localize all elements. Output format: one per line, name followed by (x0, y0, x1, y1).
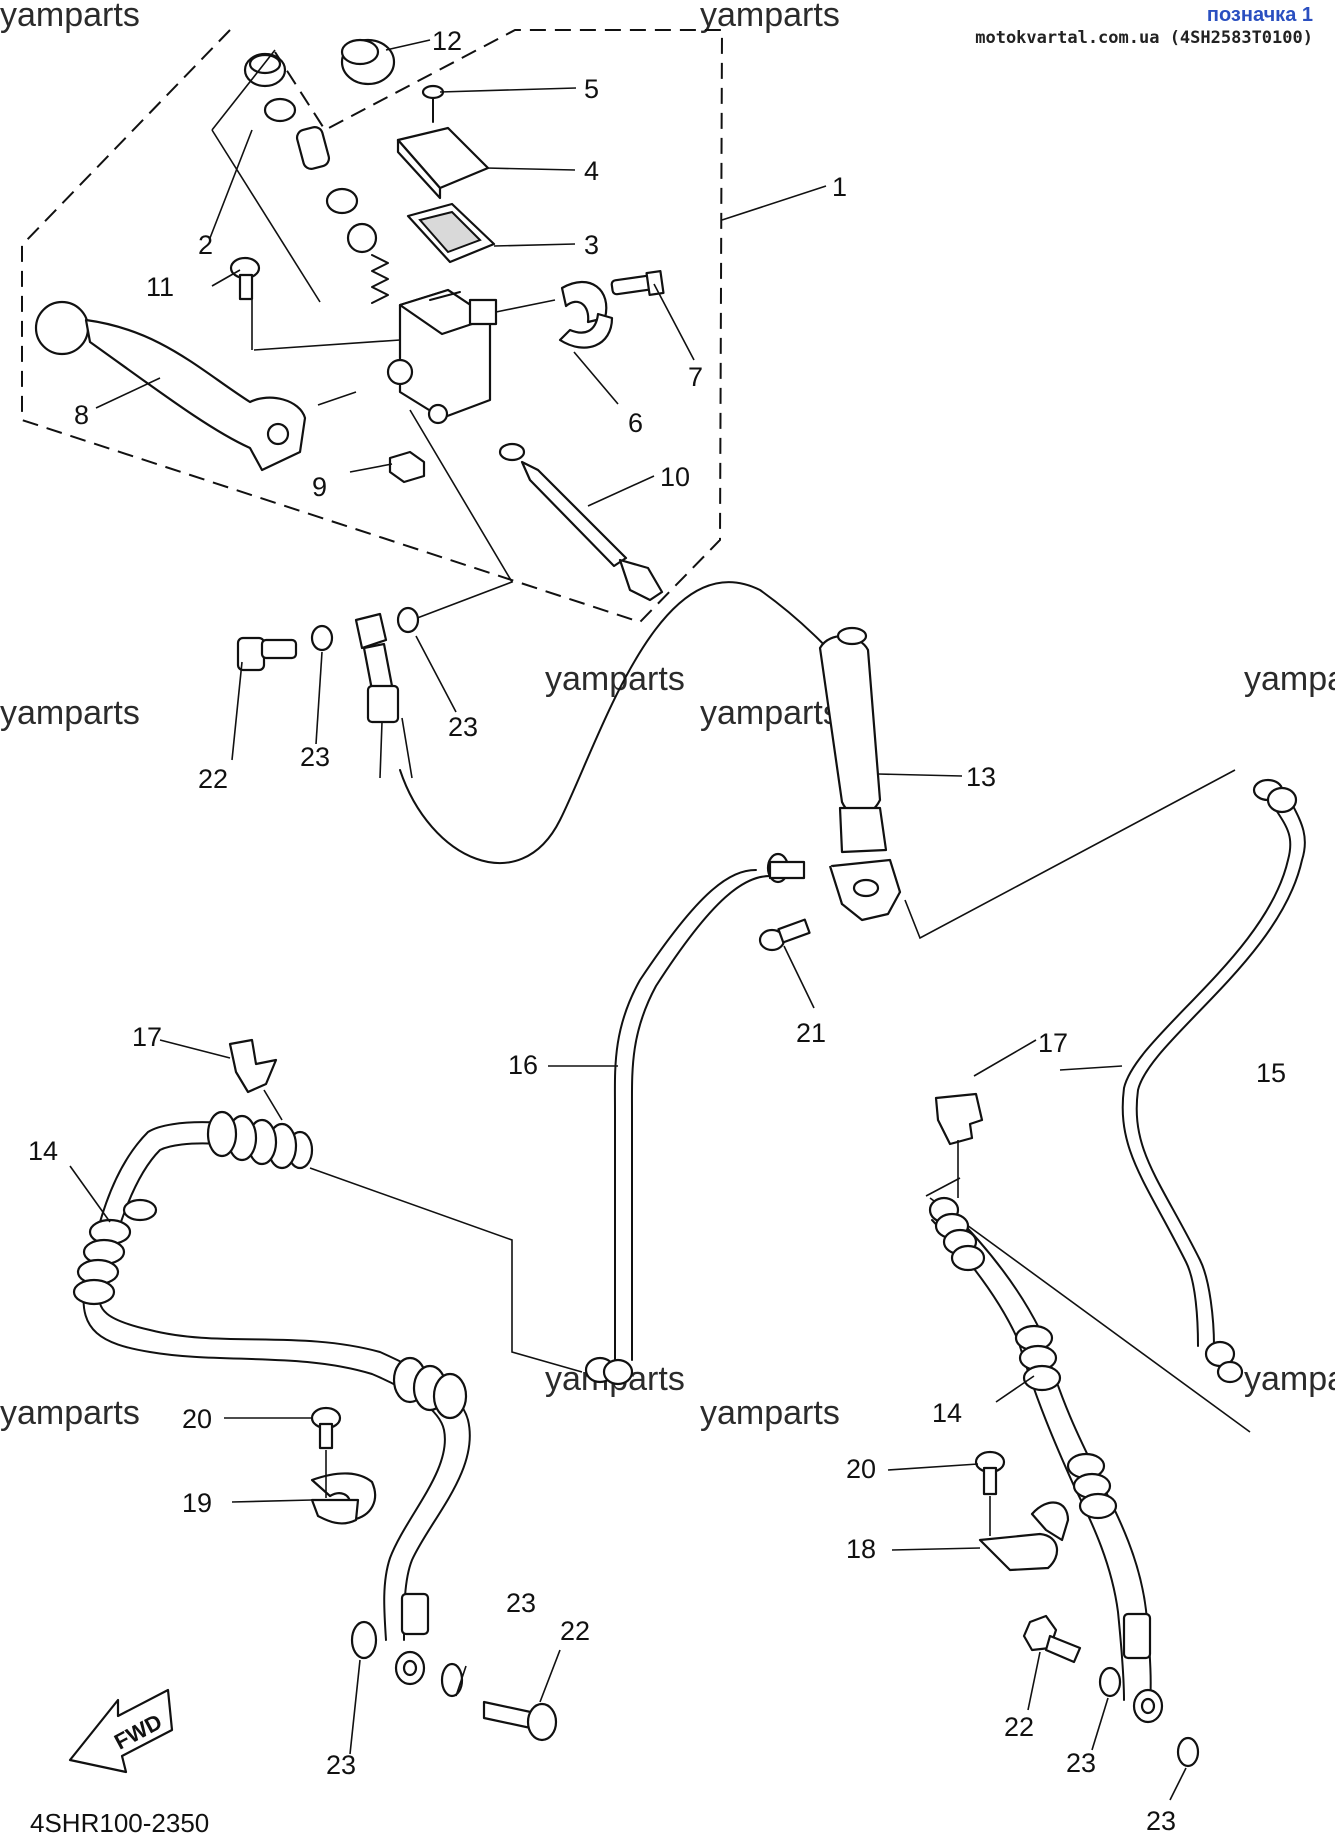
forward-direction-arrow: FWD (68, 1688, 174, 1774)
diagram-code: 4SHR100-2350 (30, 1808, 210, 1838)
callout-13: 13 (966, 762, 996, 792)
callout-17: 17 (132, 1022, 162, 1052)
brake-joint-block (758, 806, 902, 952)
callout-7: 7 (688, 362, 703, 392)
callout-1: 1 (832, 172, 847, 202)
watermarks: yamparts yamparts yamparts yamparts yamp… (0, 0, 1335, 1432)
callout-9: 9 (312, 472, 327, 502)
header-site-code: motokvartal.com.ua (4SH2583T0100) (975, 28, 1313, 48)
callout-8: 8 (74, 400, 89, 430)
watermark: yamparts (1244, 1360, 1335, 1398)
callout-5: 5 (584, 74, 599, 104)
callout-10: 10 (660, 462, 690, 492)
watermark: yamparts (1244, 660, 1335, 698)
callout-22: 22 (198, 764, 228, 794)
callout-6: 6 (628, 408, 643, 438)
callout-23: 23 (1146, 1806, 1176, 1836)
callout-3: 3 (584, 230, 599, 260)
callout-18: 18 (846, 1534, 876, 1564)
callout-12: 12 (432, 26, 462, 56)
brake-pipes (309, 769, 1306, 1433)
callout-numbers: 12 5 4 3 1 2 11 7 8 6 9 10 23 23 22 13 2… (28, 26, 1286, 1836)
callout-23: 23 (300, 742, 330, 772)
callout-leaders (69, 39, 1187, 1801)
callout-20: 20 (846, 1454, 876, 1484)
callout-23: 23 (448, 712, 478, 742)
callout-16: 16 (508, 1050, 538, 1080)
right-caliper-hose (928, 1092, 1164, 1724)
watermark: yamparts (0, 0, 140, 34)
callout-23: 23 (506, 1588, 536, 1618)
callout-15: 15 (1256, 1058, 1286, 1088)
watermark: yamparts (700, 0, 840, 34)
callout-23: 23 (326, 1750, 356, 1780)
callout-20: 20 (182, 1404, 212, 1434)
left-caliper-hose (72, 1038, 471, 1686)
callout-19: 19 (182, 1488, 212, 1518)
callout-14: 14 (932, 1398, 962, 1428)
watermark: yamparts (545, 660, 685, 698)
watermark: yamparts (700, 694, 840, 732)
upper-hose-assembly (236, 581, 882, 864)
watermark: yamparts (0, 694, 140, 732)
callout-17: 17 (1038, 1028, 1068, 1058)
callout-11: 11 (146, 272, 174, 302)
watermark: yamparts (700, 1394, 840, 1432)
callout-23: 23 (1066, 1748, 1096, 1778)
callout-21: 21 (796, 1018, 826, 1048)
callout-22: 22 (1004, 1712, 1034, 1742)
master-cylinder-assembly (34, 38, 665, 621)
header-label: позначка 1 (1206, 4, 1313, 26)
watermark: yamparts (0, 1394, 140, 1432)
callout-4: 4 (584, 156, 599, 186)
hose-brackets (310, 1406, 1070, 1572)
assembly-boundary (21, 29, 724, 624)
callout-2: 2 (198, 230, 213, 260)
union-bolts-and-washers (350, 1614, 1200, 1768)
callout-14: 14 (28, 1136, 58, 1166)
callout-22: 22 (560, 1616, 590, 1646)
